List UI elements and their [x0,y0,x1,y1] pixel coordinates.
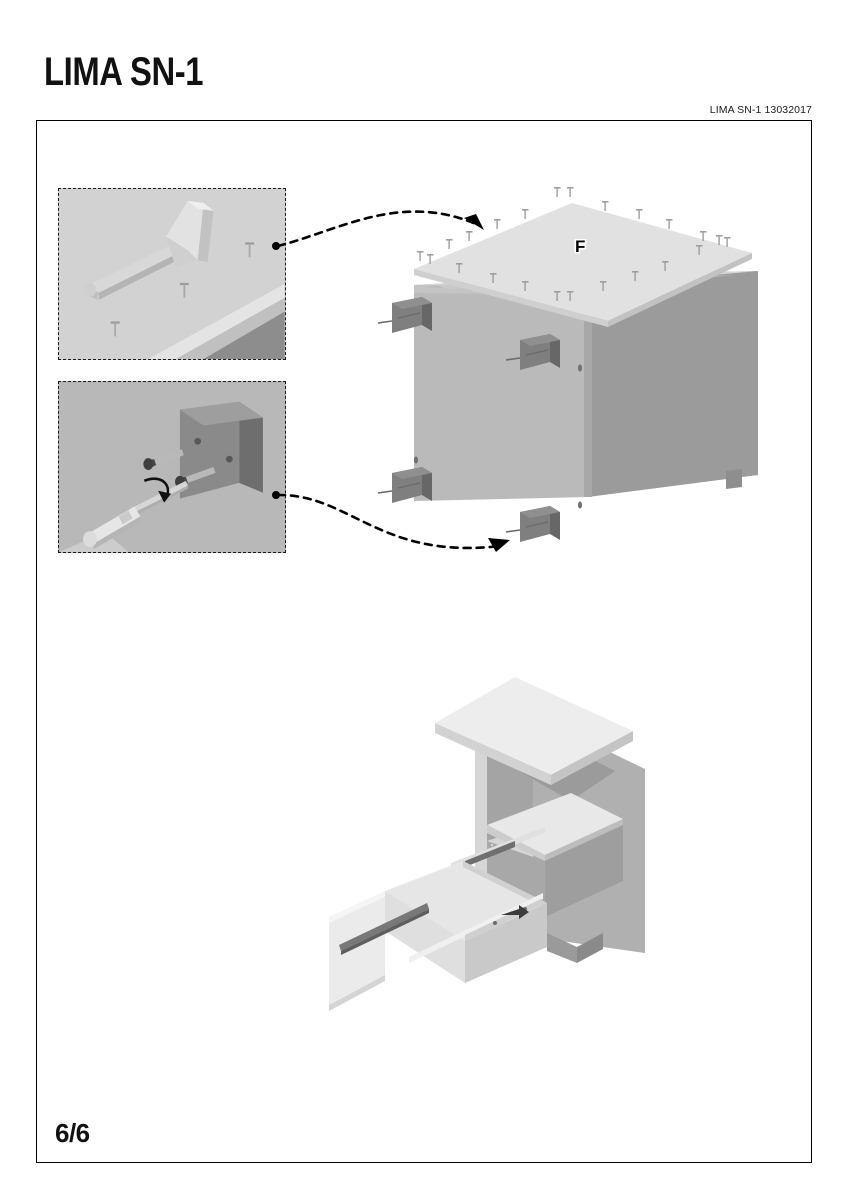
rotation-arrowhead [158,490,172,503]
page-number: 6/6 [55,1118,90,1148]
nail [110,321,120,337]
screwdriver-illustration [59,401,263,552]
drawer [329,861,547,1011]
page-title: LIMA SN-1 [44,50,204,94]
inset-hammer-detail [58,188,286,360]
mounting-bracket [505,506,560,542]
document-code: LIMA SN-1 13032017 [709,104,812,116]
hammer-handle [84,245,182,300]
back-panel-label: F [575,237,586,256]
finished-nightstand-illustration [329,677,645,1011]
mounting-bracket [505,334,560,370]
hammer-head [166,200,214,269]
wall-bracket [179,401,263,499]
screw [143,449,184,470]
screwdriver [83,480,188,550]
back-panel-f [414,203,752,327]
inset-screwdriver-detail [58,381,286,553]
nail [179,282,189,298]
drawer-handle [339,903,429,955]
hammer-illustration [84,200,285,359]
drawer-runner [451,827,545,869]
mounting-bracket [377,297,432,333]
cabinet-back-panel-illustration [377,187,758,542]
nail [245,242,255,258]
drawer-slide [409,893,543,963]
